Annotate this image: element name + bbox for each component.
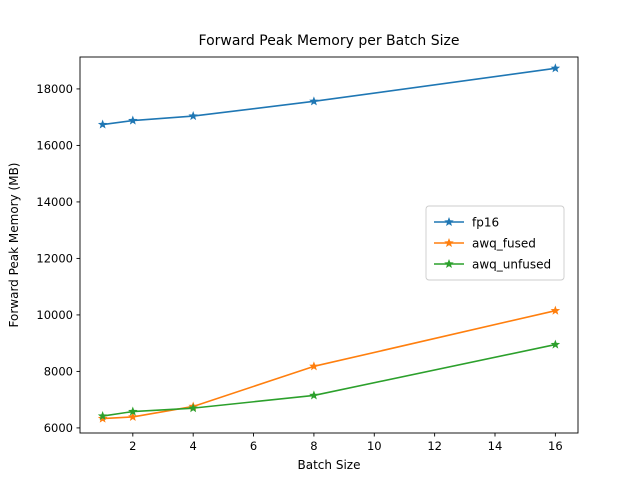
- data-point-marker: [550, 305, 561, 315]
- x-tick-label: 2: [129, 439, 136, 453]
- x-tick-label: 6: [250, 439, 257, 453]
- legend-label-awq_unfused: awq_unfused: [472, 258, 551, 272]
- y-tick-label: 18000: [36, 82, 73, 96]
- data-point-marker: [550, 63, 561, 73]
- y-tick-label: 6000: [44, 421, 73, 435]
- y-tick-label: 12000: [36, 251, 73, 265]
- y-axis-label: Forward Peak Memory (MB): [7, 163, 21, 328]
- y-tick-label: 16000: [36, 138, 73, 152]
- x-tick-label: 16: [548, 439, 563, 453]
- data-point-marker: [188, 111, 198, 121]
- y-tick-label: 10000: [36, 308, 73, 322]
- legend-label-awq_fused: awq_fused: [472, 237, 536, 251]
- x-tick-label: 8: [310, 439, 317, 453]
- series-awq_unfused: [97, 339, 561, 421]
- y-tick-label: 8000: [44, 364, 73, 378]
- data-point-marker: [550, 339, 561, 349]
- data-point-marker: [128, 406, 138, 416]
- data-point-marker: [309, 390, 319, 400]
- y-tick-label: 14000: [36, 195, 73, 209]
- legend-background: [425, 205, 565, 281]
- series-fp16: [97, 63, 561, 129]
- legend-label-fp16: fp16: [472, 216, 499, 230]
- data-point-marker: [128, 115, 138, 125]
- data-point-marker: [97, 119, 108, 129]
- x-tick-label: 10: [367, 439, 382, 453]
- data-point-marker: [309, 361, 319, 371]
- chart-legend: fp16 awq_fused awq_unfused: [425, 205, 565, 281]
- x-tick-label: 4: [190, 439, 197, 453]
- data-point-marker: [128, 411, 138, 421]
- y-axis-ticks: 6000 8000 10000 12000 14000 16000 18000: [36, 82, 80, 435]
- legend-marker-awq_unfused: [444, 259, 454, 269]
- legend-marker-awq_fused: [444, 238, 454, 248]
- data-point-marker: [309, 96, 319, 106]
- plot-frame: [79, 56, 579, 434]
- data-point-marker: [97, 411, 108, 421]
- chart-title: Forward Peak Memory per Batch Size: [199, 33, 460, 49]
- legend-marker-fp16: [444, 217, 454, 227]
- data-point-marker: [188, 403, 198, 413]
- data-series-group: [97, 63, 561, 423]
- x-tick-label: 12: [427, 439, 442, 453]
- x-axis-label: Batch Size: [298, 458, 361, 472]
- x-tick-label: 14: [488, 439, 503, 453]
- x-axis-ticks: 2 4 6 8 10 12 14 16: [129, 433, 563, 453]
